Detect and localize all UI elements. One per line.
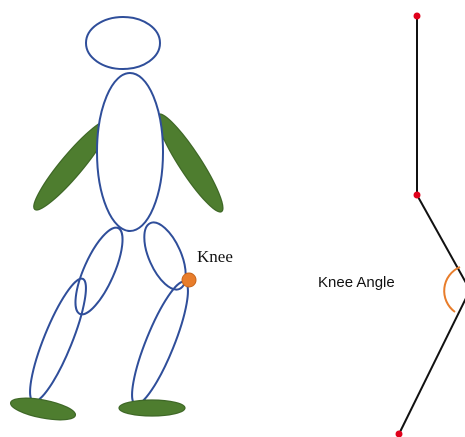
left-foot [9,394,77,424]
knee-label: Knee [197,247,233,266]
knee-angle-model: Knee Angle [318,13,465,437]
right-shin [122,277,197,410]
head [86,17,160,69]
pelvis-point [414,192,421,199]
left-thigh [66,222,132,320]
knee-joint-marker [182,273,196,287]
ankle-point [396,431,403,437]
left-shin [20,274,95,407]
right-foot [119,400,185,416]
torso [97,73,163,231]
hip-point [414,13,421,20]
knee-angle-label: Knee Angle [318,274,395,291]
knee-angle-arc [444,267,460,312]
human-figure: Knee [9,17,233,424]
thigh-segment [417,195,465,290]
